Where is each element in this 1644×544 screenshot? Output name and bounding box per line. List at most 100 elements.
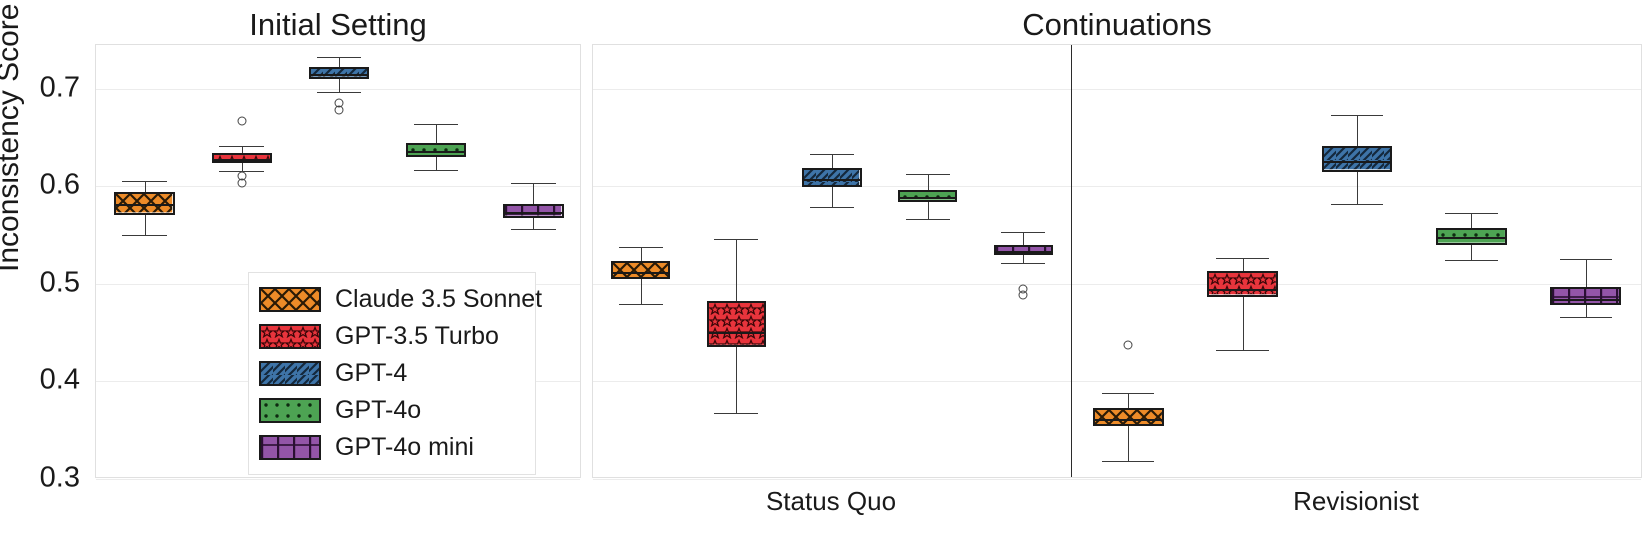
- gridline: [593, 283, 1641, 285]
- whisker-lower: [338, 79, 340, 92]
- median-line: [505, 211, 562, 214]
- whisker-lower: [1128, 426, 1130, 462]
- box-fill: [1552, 288, 1620, 304]
- legend-item[interactable]: Claude 3.5 Sonnet: [259, 281, 542, 318]
- cap-upper: [219, 146, 265, 148]
- box-plot[interactable]: [706, 45, 767, 479]
- gridline: [593, 479, 1641, 480]
- whisker-lower: [1471, 244, 1473, 260]
- cap-lower: [413, 169, 459, 171]
- median-line: [899, 197, 956, 200]
- x-tick-label-status-quo: Status Quo: [765, 486, 897, 516]
- cap-upper: [316, 56, 362, 58]
- outlier-point: [237, 116, 247, 126]
- whisker-upper: [831, 154, 833, 168]
- box-iqr[interactable]: [1321, 146, 1393, 172]
- cap-upper: [1559, 258, 1613, 260]
- box-iqr[interactable]: [1092, 407, 1164, 427]
- median-line: [1094, 418, 1162, 421]
- box-fill: [804, 169, 860, 186]
- whisker-lower: [927, 202, 929, 219]
- box-iqr[interactable]: [802, 167, 862, 188]
- legend-item[interactable]: GPT-4: [259, 355, 523, 392]
- cap-lower: [618, 304, 663, 306]
- whisker-lower: [1356, 171, 1358, 204]
- cap-upper: [1216, 257, 1269, 259]
- median-line: [613, 272, 669, 275]
- box-plot[interactable]: [308, 45, 370, 479]
- box-iqr[interactable]: [993, 244, 1053, 255]
- cap-lower: [1001, 263, 1046, 265]
- whisker-upper: [640, 246, 642, 261]
- legend-item[interactable]: GPT-4o mini: [259, 429, 523, 466]
- box-plot[interactable]: [211, 45, 272, 479]
- box-plot[interactable]: [114, 45, 175, 479]
- y-tick-label: 0.7: [39, 71, 80, 104]
- box-fill: [1323, 148, 1391, 170]
- box-iqr[interactable]: [406, 142, 467, 158]
- box-plot[interactable]: [993, 45, 1053, 479]
- legend-label: GPT-4o mini: [335, 433, 474, 461]
- cap-lower: [810, 206, 854, 208]
- panel-continuations: Continuations: [592, 7, 1642, 480]
- gridline: [593, 88, 1641, 90]
- box-iqr[interactable]: [706, 301, 767, 348]
- whisker-lower: [1242, 296, 1244, 351]
- y-tick-label: 0.6: [39, 168, 80, 201]
- whisker-upper: [241, 146, 243, 154]
- box-iqr[interactable]: [1207, 271, 1279, 297]
- box-iqr[interactable]: [114, 192, 175, 215]
- box-plot[interactable]: [897, 45, 958, 479]
- box-fill: [310, 69, 368, 78]
- legend-label: GPT-4: [335, 359, 408, 387]
- median-line: [408, 151, 465, 154]
- box-plot[interactable]: [1321, 45, 1393, 479]
- median-line: [1209, 288, 1277, 291]
- median-line: [708, 331, 765, 334]
- legend-item[interactable]: GPT-4o: [259, 392, 523, 429]
- box-fill: [613, 262, 669, 278]
- box-fill: [408, 144, 465, 156]
- cap-upper: [618, 246, 663, 248]
- box-plot[interactable]: [1435, 45, 1507, 479]
- box-iqr[interactable]: [897, 190, 958, 203]
- box-iqr[interactable]: [611, 260, 671, 280]
- median-line: [804, 178, 860, 181]
- box-plot[interactable]: [1092, 45, 1164, 479]
- box-plot[interactable]: [611, 45, 671, 479]
- whisker-lower: [241, 163, 243, 171]
- cap-lower: [1101, 461, 1155, 463]
- y-axis-label: Inconsistency Score: [0, 3, 25, 272]
- legend[interactable]: Claude 3.5 Sonnet GPT-3.5 Turbo GPT-4 GP…: [248, 272, 542, 475]
- legend-swatch-icon: [259, 287, 321, 312]
- box-plot[interactable]: [1207, 45, 1279, 479]
- box-iqr[interactable]: [1435, 228, 1507, 245]
- box-plot[interactable]: [406, 45, 467, 479]
- box-iqr[interactable]: [211, 153, 272, 163]
- box-plot[interactable]: [802, 45, 862, 479]
- legend-label: Claude 3.5 Sonnet: [335, 285, 543, 313]
- box-iqr[interactable]: [308, 67, 370, 80]
- gridline: [96, 479, 580, 480]
- box-iqr[interactable]: [1550, 286, 1622, 306]
- legend-item[interactable]: GPT-3.5 Turbo: [259, 318, 523, 355]
- box-fill: [1437, 230, 1505, 243]
- outlier-point: [1123, 340, 1133, 350]
- box-plot[interactable]: [1550, 45, 1622, 479]
- cap-upper: [1330, 115, 1384, 117]
- whisker-lower: [1585, 305, 1587, 318]
- box-fill: [116, 194, 173, 213]
- whisker-upper: [927, 173, 929, 191]
- whisker-lower: [831, 187, 833, 207]
- box-fill: [995, 246, 1051, 253]
- box-plot[interactable]: [503, 45, 564, 479]
- box-fill: [1209, 273, 1277, 295]
- cap-upper: [1101, 393, 1155, 395]
- cap-lower: [905, 218, 950, 220]
- cap-lower: [1330, 203, 1384, 205]
- whisker-lower: [436, 157, 438, 170]
- box-iqr[interactable]: [503, 203, 564, 218]
- panel-title-continuations: Continuations: [1022, 7, 1212, 42]
- outlier-point: [237, 178, 247, 187]
